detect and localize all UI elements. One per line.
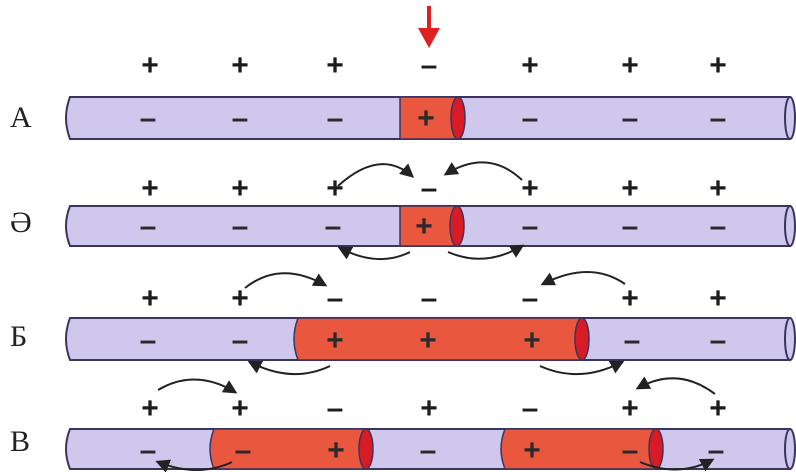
outer-sign: + bbox=[709, 392, 727, 425]
outer-sign: + bbox=[420, 392, 438, 425]
outer-sign: + bbox=[521, 172, 539, 205]
row-label-b: Б bbox=[10, 320, 27, 353]
outer-sign: + bbox=[231, 392, 249, 425]
inner-sign: + bbox=[419, 324, 437, 357]
outer-sign: + bbox=[231, 282, 249, 315]
inner-sign: – bbox=[622, 102, 639, 135]
outer-sign: – bbox=[327, 282, 344, 315]
outer-sign: + bbox=[621, 49, 639, 82]
outer-sign: + bbox=[621, 172, 639, 205]
inner-sign: + bbox=[415, 210, 433, 243]
inner-sign: + bbox=[417, 102, 435, 135]
stimulus-arrow-icon bbox=[418, 6, 440, 48]
inner-sign: – bbox=[710, 210, 727, 243]
inner-sign: – bbox=[232, 324, 249, 357]
outer-sign: + bbox=[709, 49, 727, 82]
inner-sign: – bbox=[235, 434, 252, 467]
inner-sign: – bbox=[140, 434, 157, 467]
inner-sign: – bbox=[140, 324, 157, 357]
outer-sign: + bbox=[141, 392, 159, 425]
outer-sign: + bbox=[141, 282, 159, 315]
excited-segment-b bbox=[293, 317, 590, 361]
excited-segment-v-left bbox=[209, 428, 374, 470]
current-arrow-icon bbox=[337, 163, 415, 187]
outer-sign: + bbox=[621, 282, 639, 315]
current-arrow-icon bbox=[635, 376, 716, 395]
outer-sign: + bbox=[326, 172, 344, 205]
outer-sign: + bbox=[141, 49, 159, 82]
inner-sign: + bbox=[523, 434, 541, 467]
inner-sign: – bbox=[140, 210, 157, 243]
inner-sign: – bbox=[624, 324, 641, 357]
inner-sign: + bbox=[523, 324, 541, 357]
inner-sign: – bbox=[232, 210, 249, 243]
row-b: Б + + – – – + + – – + + + – – bbox=[10, 271, 796, 375]
outer-sign: + bbox=[709, 282, 727, 315]
outer-sign: + bbox=[231, 172, 249, 205]
inner-sign: – bbox=[522, 210, 539, 243]
row-a: А + + + – + + + – – – + – – – bbox=[10, 49, 796, 140]
outer-sign: + bbox=[231, 49, 249, 82]
outer-sign: + bbox=[521, 49, 539, 82]
row-label-v: В bbox=[10, 425, 30, 458]
excited-segment-ae bbox=[399, 205, 465, 247]
current-arrow-icon bbox=[337, 246, 411, 261]
outer-sign: – bbox=[421, 49, 438, 82]
current-arrow-icon bbox=[443, 161, 523, 181]
outer-sign: – bbox=[522, 392, 539, 425]
current-arrow-icon bbox=[539, 360, 625, 375]
inner-sign: – bbox=[710, 324, 727, 357]
row-ae: Ә + + + – + + + – – – + – – – bbox=[10, 161, 796, 261]
inner-sign: – bbox=[622, 434, 639, 467]
inner-sign: – bbox=[325, 210, 342, 243]
outer-sign: + bbox=[141, 172, 159, 205]
outer-sign: – bbox=[421, 172, 438, 205]
outer-sign: – bbox=[327, 392, 344, 425]
outer-sign: + bbox=[621, 392, 639, 425]
outer-sign: – bbox=[421, 282, 438, 315]
inner-sign: – bbox=[710, 102, 727, 135]
current-arrow-icon bbox=[639, 458, 715, 472]
excited-segment-v-right bbox=[500, 428, 664, 470]
inner-sign: – bbox=[232, 102, 249, 135]
inner-sign: + bbox=[327, 434, 345, 467]
excited-segment-a bbox=[399, 96, 466, 140]
outer-sign: + bbox=[326, 49, 344, 82]
current-arrow-icon bbox=[247, 360, 331, 375]
current-arrow-icon bbox=[540, 271, 626, 286]
inner-sign: – bbox=[420, 434, 437, 467]
outer-sign: – bbox=[522, 282, 539, 315]
row-label-ae: Ә bbox=[10, 206, 32, 239]
inner-sign: – bbox=[622, 210, 639, 243]
current-arrow-icon bbox=[157, 378, 238, 394]
outer-sign: + bbox=[709, 172, 727, 205]
current-arrow-icon bbox=[155, 459, 233, 472]
row-label-a: А bbox=[10, 101, 32, 134]
current-arrow-icon bbox=[447, 244, 525, 260]
inner-sign: – bbox=[522, 102, 539, 135]
inner-sign: – bbox=[140, 102, 157, 135]
inner-sign: + bbox=[326, 324, 344, 357]
row-v: В + + – + – + + – – + – + – – bbox=[10, 376, 796, 472]
inner-sign: – bbox=[327, 102, 344, 135]
current-arrow-icon bbox=[244, 272, 328, 289]
